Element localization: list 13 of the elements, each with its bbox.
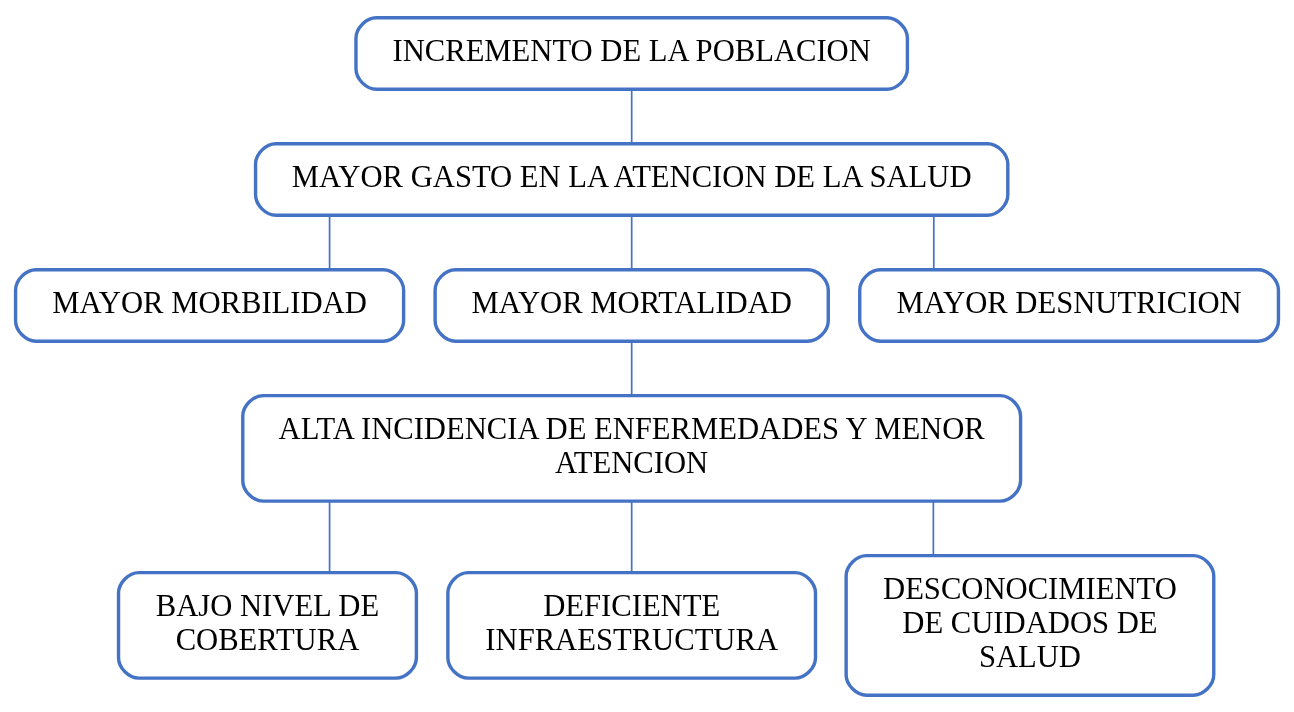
connector (328, 500, 331, 573)
node-box: MAYOR DESNUTRICION (858, 267, 1281, 343)
connector (630, 500, 633, 573)
node-box: BAJO NIVEL DE COBERTURA (116, 570, 419, 680)
node-box: MAYOR MORTALIDAD (433, 267, 830, 343)
node-box: DEFICIENTE INFRAESTRUCTURA (446, 570, 818, 680)
node-box: DESCONOCIMIENTO DE CUIDADOS DE SALUD (844, 553, 1216, 697)
connector (932, 500, 935, 556)
node-box: ALTA INCIDENCIA DE ENFERMEDADES Y MENOR ATENCION (241, 393, 1023, 503)
node-box: MAYOR GASTO EN LA ATENCION DE LA SALUD (253, 141, 1010, 217)
node-box: INCREMENTO DE LA POBLACION (354, 15, 910, 91)
node-box: MAYOR MORBILIDAD (13, 267, 406, 343)
connector (630, 340, 633, 396)
